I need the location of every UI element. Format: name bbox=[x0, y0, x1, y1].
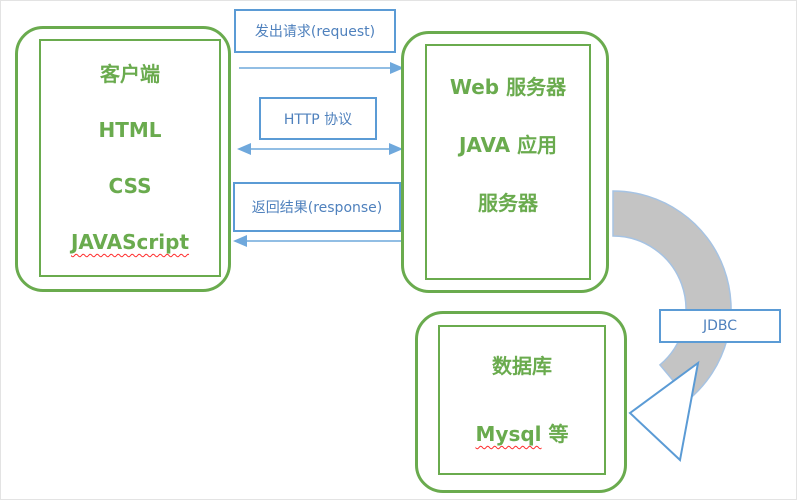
client-title: 客户端 bbox=[100, 62, 160, 86]
jdbc-label: JDBC bbox=[659, 309, 781, 343]
server-line-2: JAVA 应用 bbox=[458, 133, 558, 157]
client-box-inner: 客户端 HTML CSS JAVAScript bbox=[39, 39, 221, 277]
request-arrow bbox=[239, 62, 404, 74]
client-tech-javascript: JAVAScript bbox=[70, 230, 190, 254]
database-title: 数据库 bbox=[492, 354, 552, 378]
http-double-arrow bbox=[237, 143, 403, 155]
server-box-inner: Web 服务器 JAVA 应用 服务器 bbox=[425, 44, 591, 280]
client-tech-html: HTML bbox=[98, 118, 162, 142]
response-label: 返回结果(response) bbox=[233, 182, 401, 232]
database-name-suffix: 等 bbox=[541, 422, 569, 446]
server-line-3: 服务器 bbox=[478, 191, 538, 215]
jdbc-arrowhead bbox=[628, 360, 700, 462]
http-protocol-label: HTTP 协议 bbox=[259, 97, 377, 140]
client-tech-css: CSS bbox=[108, 174, 152, 198]
server-line-1: Web 服务器 bbox=[449, 75, 567, 99]
database-box-inner: 数据库 Mysql 等 bbox=[438, 325, 606, 475]
request-label: 发出请求(request) bbox=[234, 9, 396, 53]
response-arrow bbox=[233, 235, 403, 247]
database-name: Mysql bbox=[475, 422, 542, 446]
database-name-line: Mysql 等 bbox=[476, 421, 569, 447]
